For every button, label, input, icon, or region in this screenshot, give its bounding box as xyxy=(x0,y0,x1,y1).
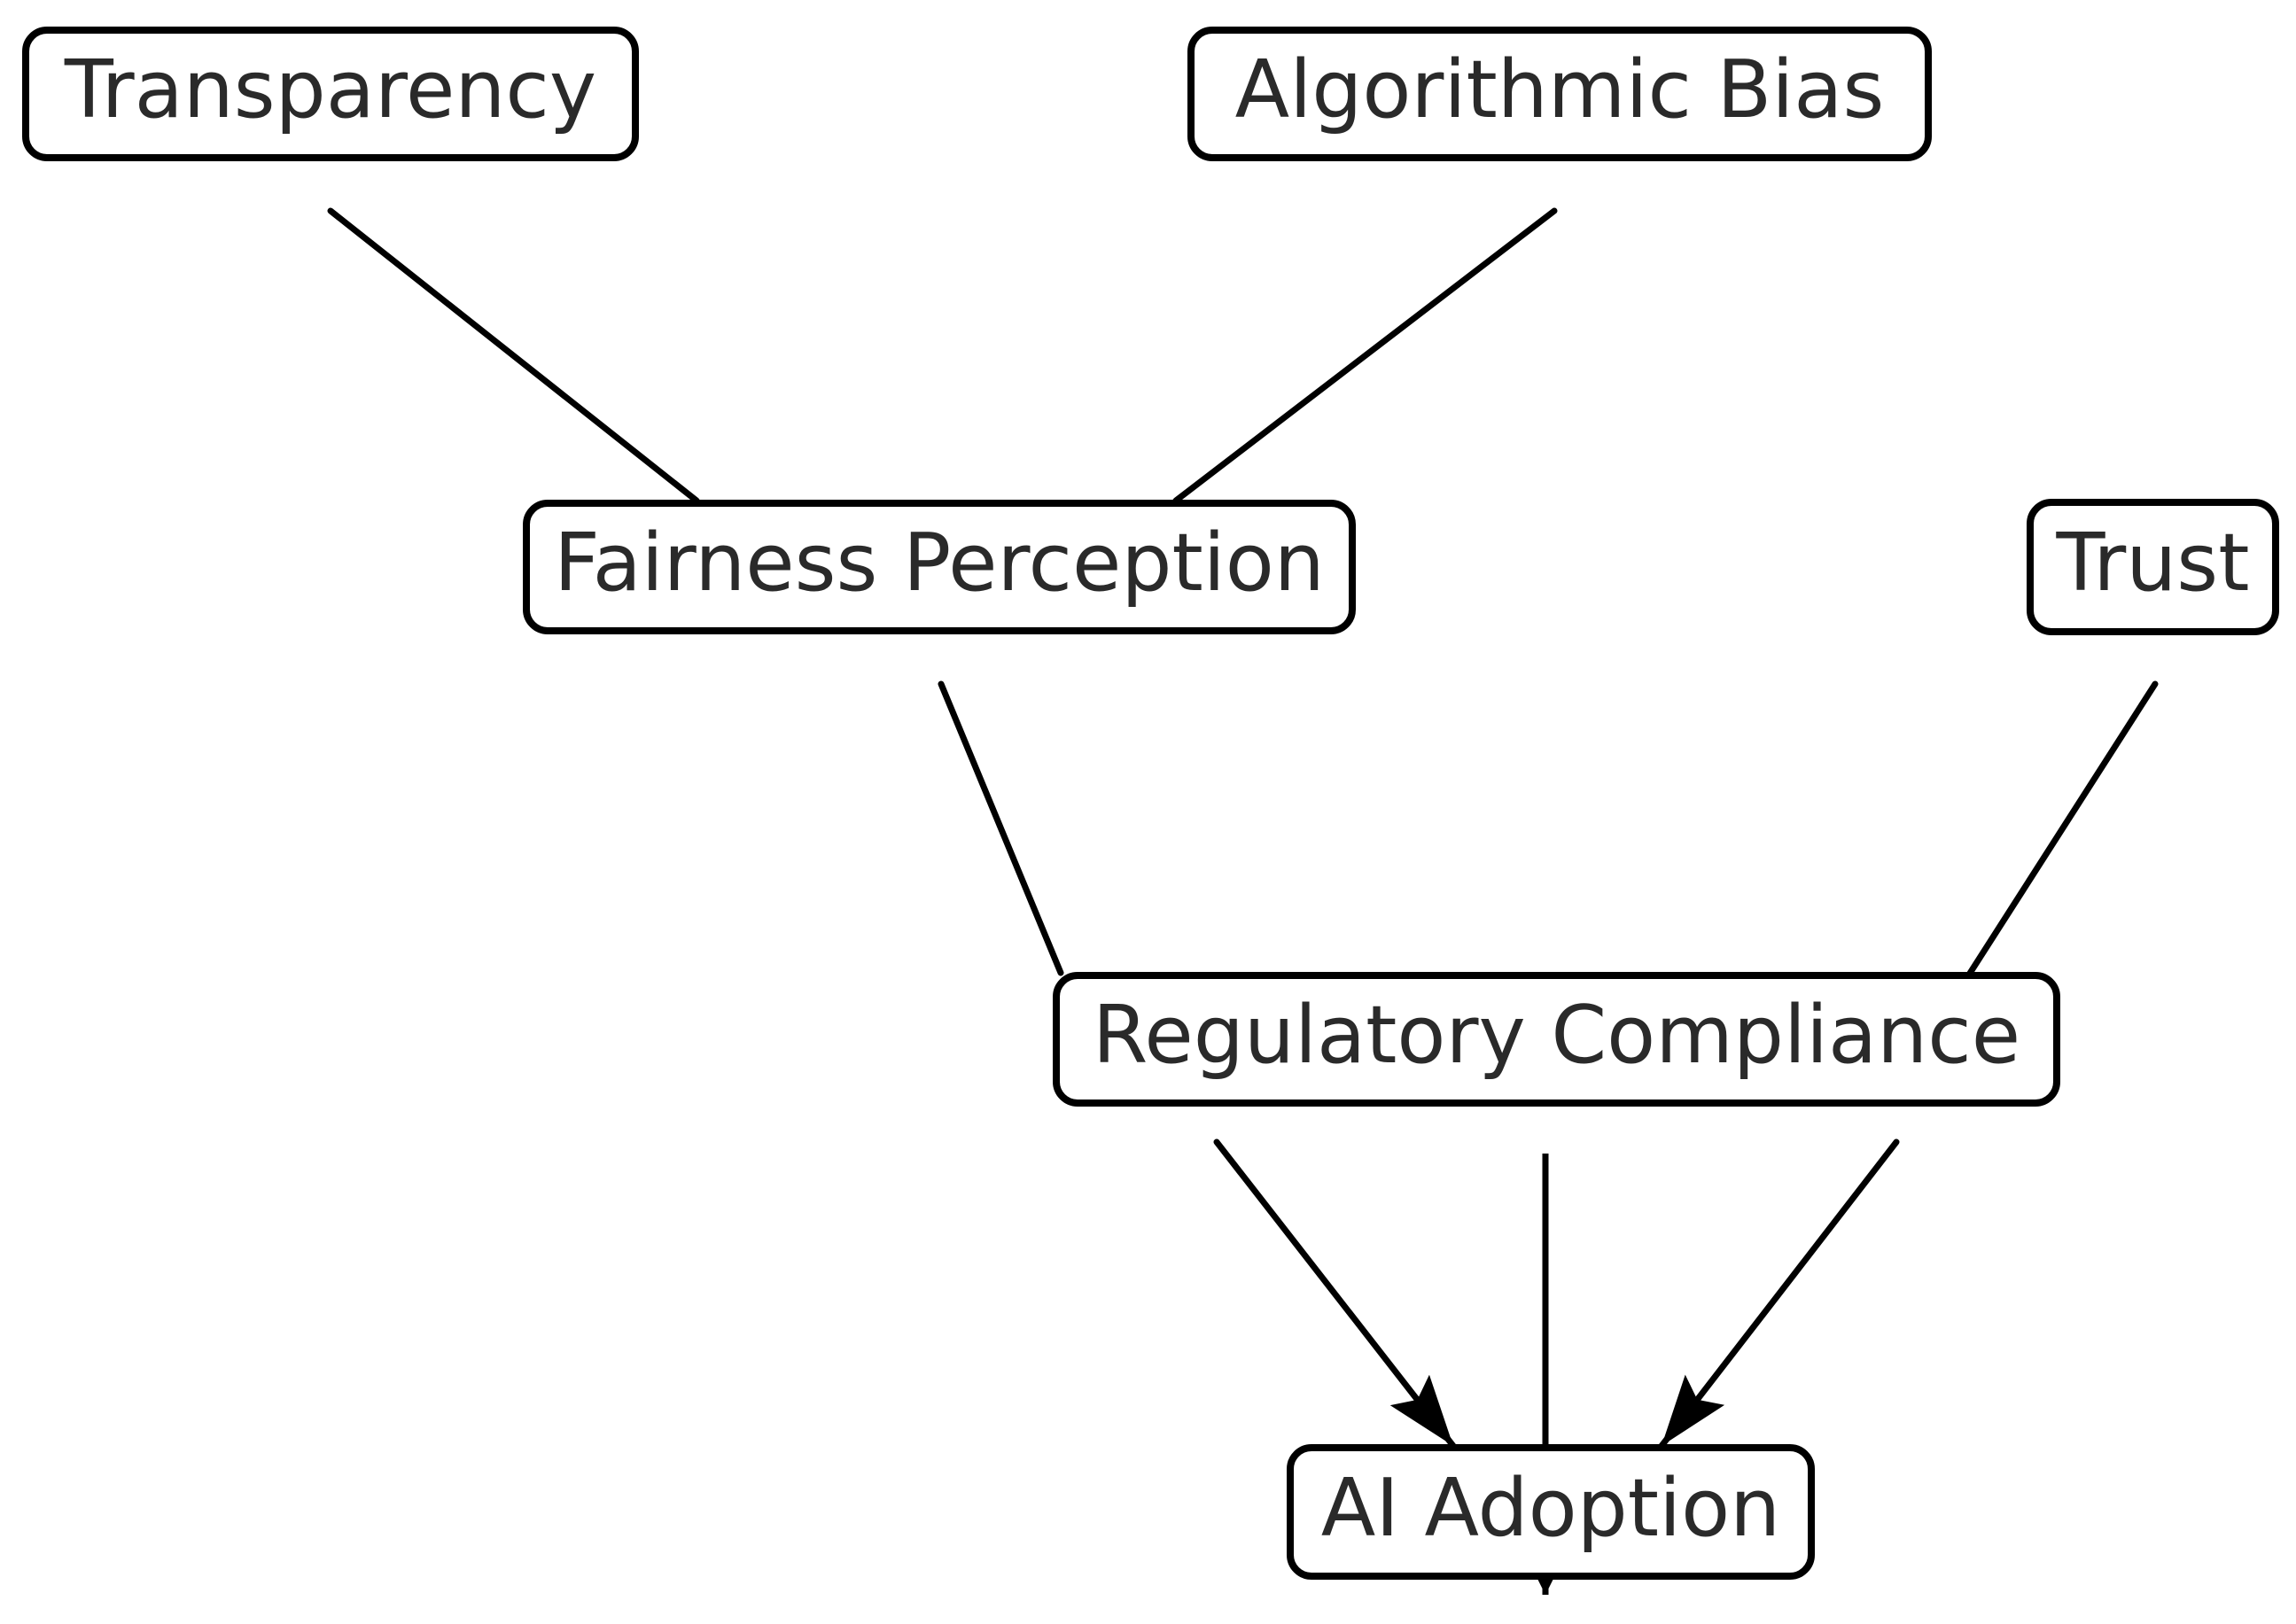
node-transparency: Transparency xyxy=(22,27,639,161)
node-regulatory-compliance-label: Regulatory Compliance xyxy=(1092,989,2021,1082)
node-fairness-perception: Fairness Perception xyxy=(523,500,1356,634)
edge-regulatory-ai-right xyxy=(1658,1138,1900,1449)
node-ai-adoption: AI Adoption xyxy=(1287,1444,1815,1580)
node-trust: Trust xyxy=(2027,499,2279,635)
edge-transparency-fairness xyxy=(327,207,700,504)
node-trust-label: Trust xyxy=(2056,517,2250,610)
node-algorithmic-bias-label: Algorithmic Bias xyxy=(1234,43,1885,136)
edge-algorithmic-bias-fairness xyxy=(1172,207,1558,504)
node-regulatory-compliance: Regulatory Compliance xyxy=(1053,972,2060,1107)
node-ai-adoption-label: AI Adoption xyxy=(1320,1461,1781,1555)
node-algorithmic-bias: Algorithmic Bias xyxy=(1187,27,1932,161)
node-fairness-perception-label: Fairness Perception xyxy=(554,517,1325,610)
edge-trust-regulatory xyxy=(1965,680,2159,978)
edge-regulatory-ai-left xyxy=(1213,1138,1457,1449)
node-transparency-label: Transparency xyxy=(64,43,597,136)
edge-fairness-regulatory xyxy=(938,680,1064,976)
